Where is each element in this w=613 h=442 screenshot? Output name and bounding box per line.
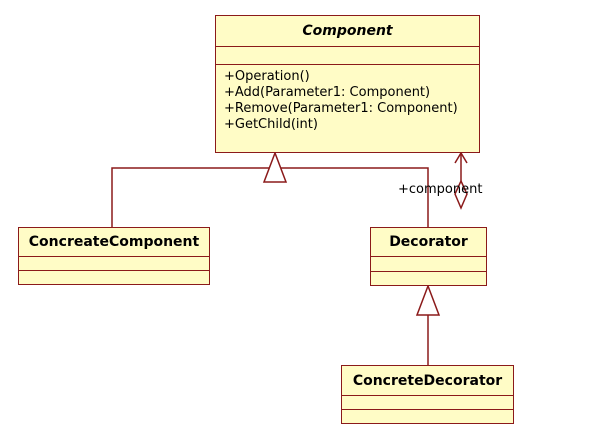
class-concreate-component[interactable]: ConcreateComponent [18,227,210,285]
class-component[interactable]: Component +Operation() +Add(Parameter1: … [215,15,480,153]
operation-item: +Remove(Parameter1: Component) [224,101,458,116]
inheritance-line-decorator [275,167,429,227]
class-name-concreate-component: ConcreateComponent [19,228,209,257]
class-concrete-decorator[interactable]: ConcreteDecorator [341,365,514,424]
class-decorator[interactable]: Decorator [370,227,487,286]
class-name-decorator: Decorator [371,228,486,257]
generalization-arrow-component [262,150,288,183]
operation-item: +Operation() [224,69,310,84]
operations-section-concreate-component [19,271,209,284]
aggregation-diamond [454,179,468,210]
operation-item: +GetChild(int) [224,117,318,132]
inheritance-line-concrete-component [111,167,275,227]
operations-section-decorator [371,272,486,285]
attributes-section-concreate-component [19,257,209,271]
class-name-concrete-decorator: ConcreteDecorator [342,366,513,396]
operations-section-component: +Operation() +Add(Parameter1: Component)… [216,65,479,133]
operations-section-concrete-decorator [342,410,513,423]
attributes-section-decorator [371,257,486,272]
generalization-arrow-decorator [415,283,441,316]
attributes-section-component [216,47,479,65]
attributes-section-concrete-decorator [342,396,513,410]
association-role-label: +component [398,182,483,197]
operation-item: +Add(Parameter1: Component) [224,85,431,100]
navigation-arrowhead [454,151,468,164]
class-name-component: Component [216,16,479,47]
